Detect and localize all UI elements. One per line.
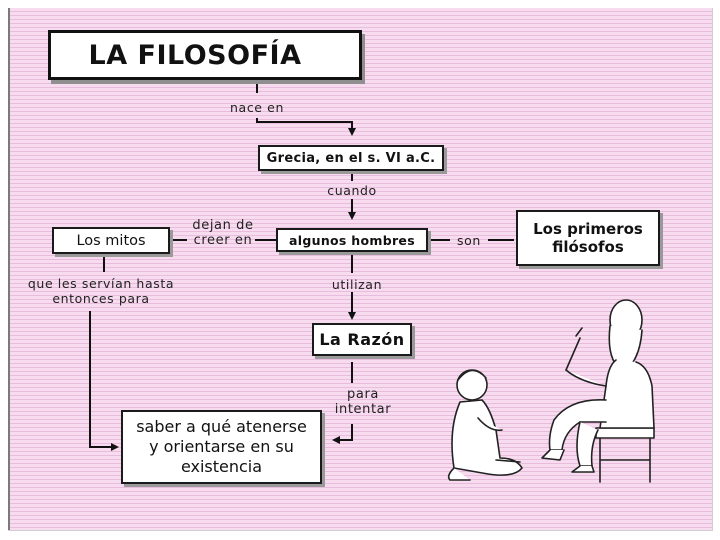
node-la-razon: La Razón [312,323,412,356]
stool [595,427,655,483]
pupil-figure [447,369,523,481]
philosopher-figure [541,299,655,473]
arrow-title-to-grecia [256,82,352,134]
node-saber: saber a qué atenerse y orientarse en su … [121,410,322,484]
node-primeros-filosofos: Los primeros filósofos [516,210,660,266]
node-los-mitos: Los mitos [52,227,170,254]
label-son: son [457,233,481,248]
label-para-intentar: para intentar [334,387,392,417]
label-dejan-de-creer-en: dejan de creer en [192,218,254,248]
label-que-les-servian: que les servían hasta entonces para [27,276,175,306]
philosopher-illustration [447,299,655,483]
arrow-mitos-to-saber [89,254,117,447]
label-cuando: cuando [327,183,377,198]
label-nace-en: nace en [230,100,284,115]
label-utilizan: utilizan [331,277,383,292]
node-algunos-hombres: algunos hombres [276,228,428,252]
arrow-razon-to-saber [334,362,353,440]
diagram-title: LA FILOSOFÍA [48,30,362,80]
node-grecia: Grecia, en el s. VI a.C. [258,145,444,171]
